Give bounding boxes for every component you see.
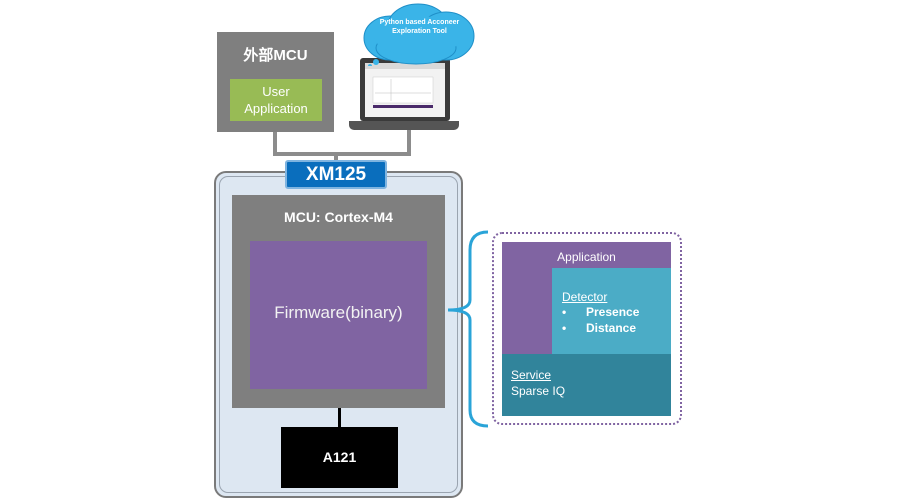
service-type: Sparse IQ — [511, 384, 566, 398]
detector-item-distance: • Distance — [562, 321, 636, 335]
service-label: Service — [511, 368, 552, 382]
connector-mcu-to-a121 — [338, 408, 341, 427]
connector-to-module — [334, 152, 338, 164]
a121-sensor-box: A121 — [281, 427, 398, 488]
bullet: • — [562, 305, 567, 319]
firmware-detail-frame — [492, 232, 682, 425]
mcu-cortex-box: MCU: Cortex-M4 Firmware(binary) — [232, 195, 445, 408]
connector-laptop-down — [407, 130, 411, 156]
user-application-box: User Application — [230, 79, 322, 121]
cloud-label: Python based Acconeer Exploration Tool — [379, 19, 460, 35]
detector-item-text: Presence — [586, 305, 640, 319]
detector-item-presence: • Presence — [562, 305, 639, 319]
connector-horizontal — [273, 152, 411, 156]
laptop-display — [365, 63, 445, 117]
service-layer: Service Sparse IQ — [502, 354, 671, 416]
external-mcu-box: 外部MCU User Application — [217, 32, 334, 132]
exploration-tool-screenshot — [365, 63, 445, 108]
cloud-icon — [363, 3, 475, 66]
detector-item-text: Distance — [586, 321, 637, 335]
laptop-base — [349, 121, 459, 130]
detector-layer: Detector • Presence • Distance — [552, 268, 671, 354]
detector-label: Detector — [562, 290, 608, 304]
connector-ext-mcu-down — [273, 132, 277, 156]
external-mcu-title: 外部MCU — [243, 47, 308, 64]
application-label: Application — [557, 250, 616, 264]
mcu-title: MCU: Cortex-M4 — [284, 209, 393, 225]
firmware-box: Firmware(binary) — [250, 241, 427, 389]
bullet: • — [562, 321, 567, 335]
firmware-label: Firmware(binary) — [274, 303, 403, 322]
xm125-label: XM125 — [285, 160, 387, 189]
curly-brace-icon — [447, 230, 489, 428]
